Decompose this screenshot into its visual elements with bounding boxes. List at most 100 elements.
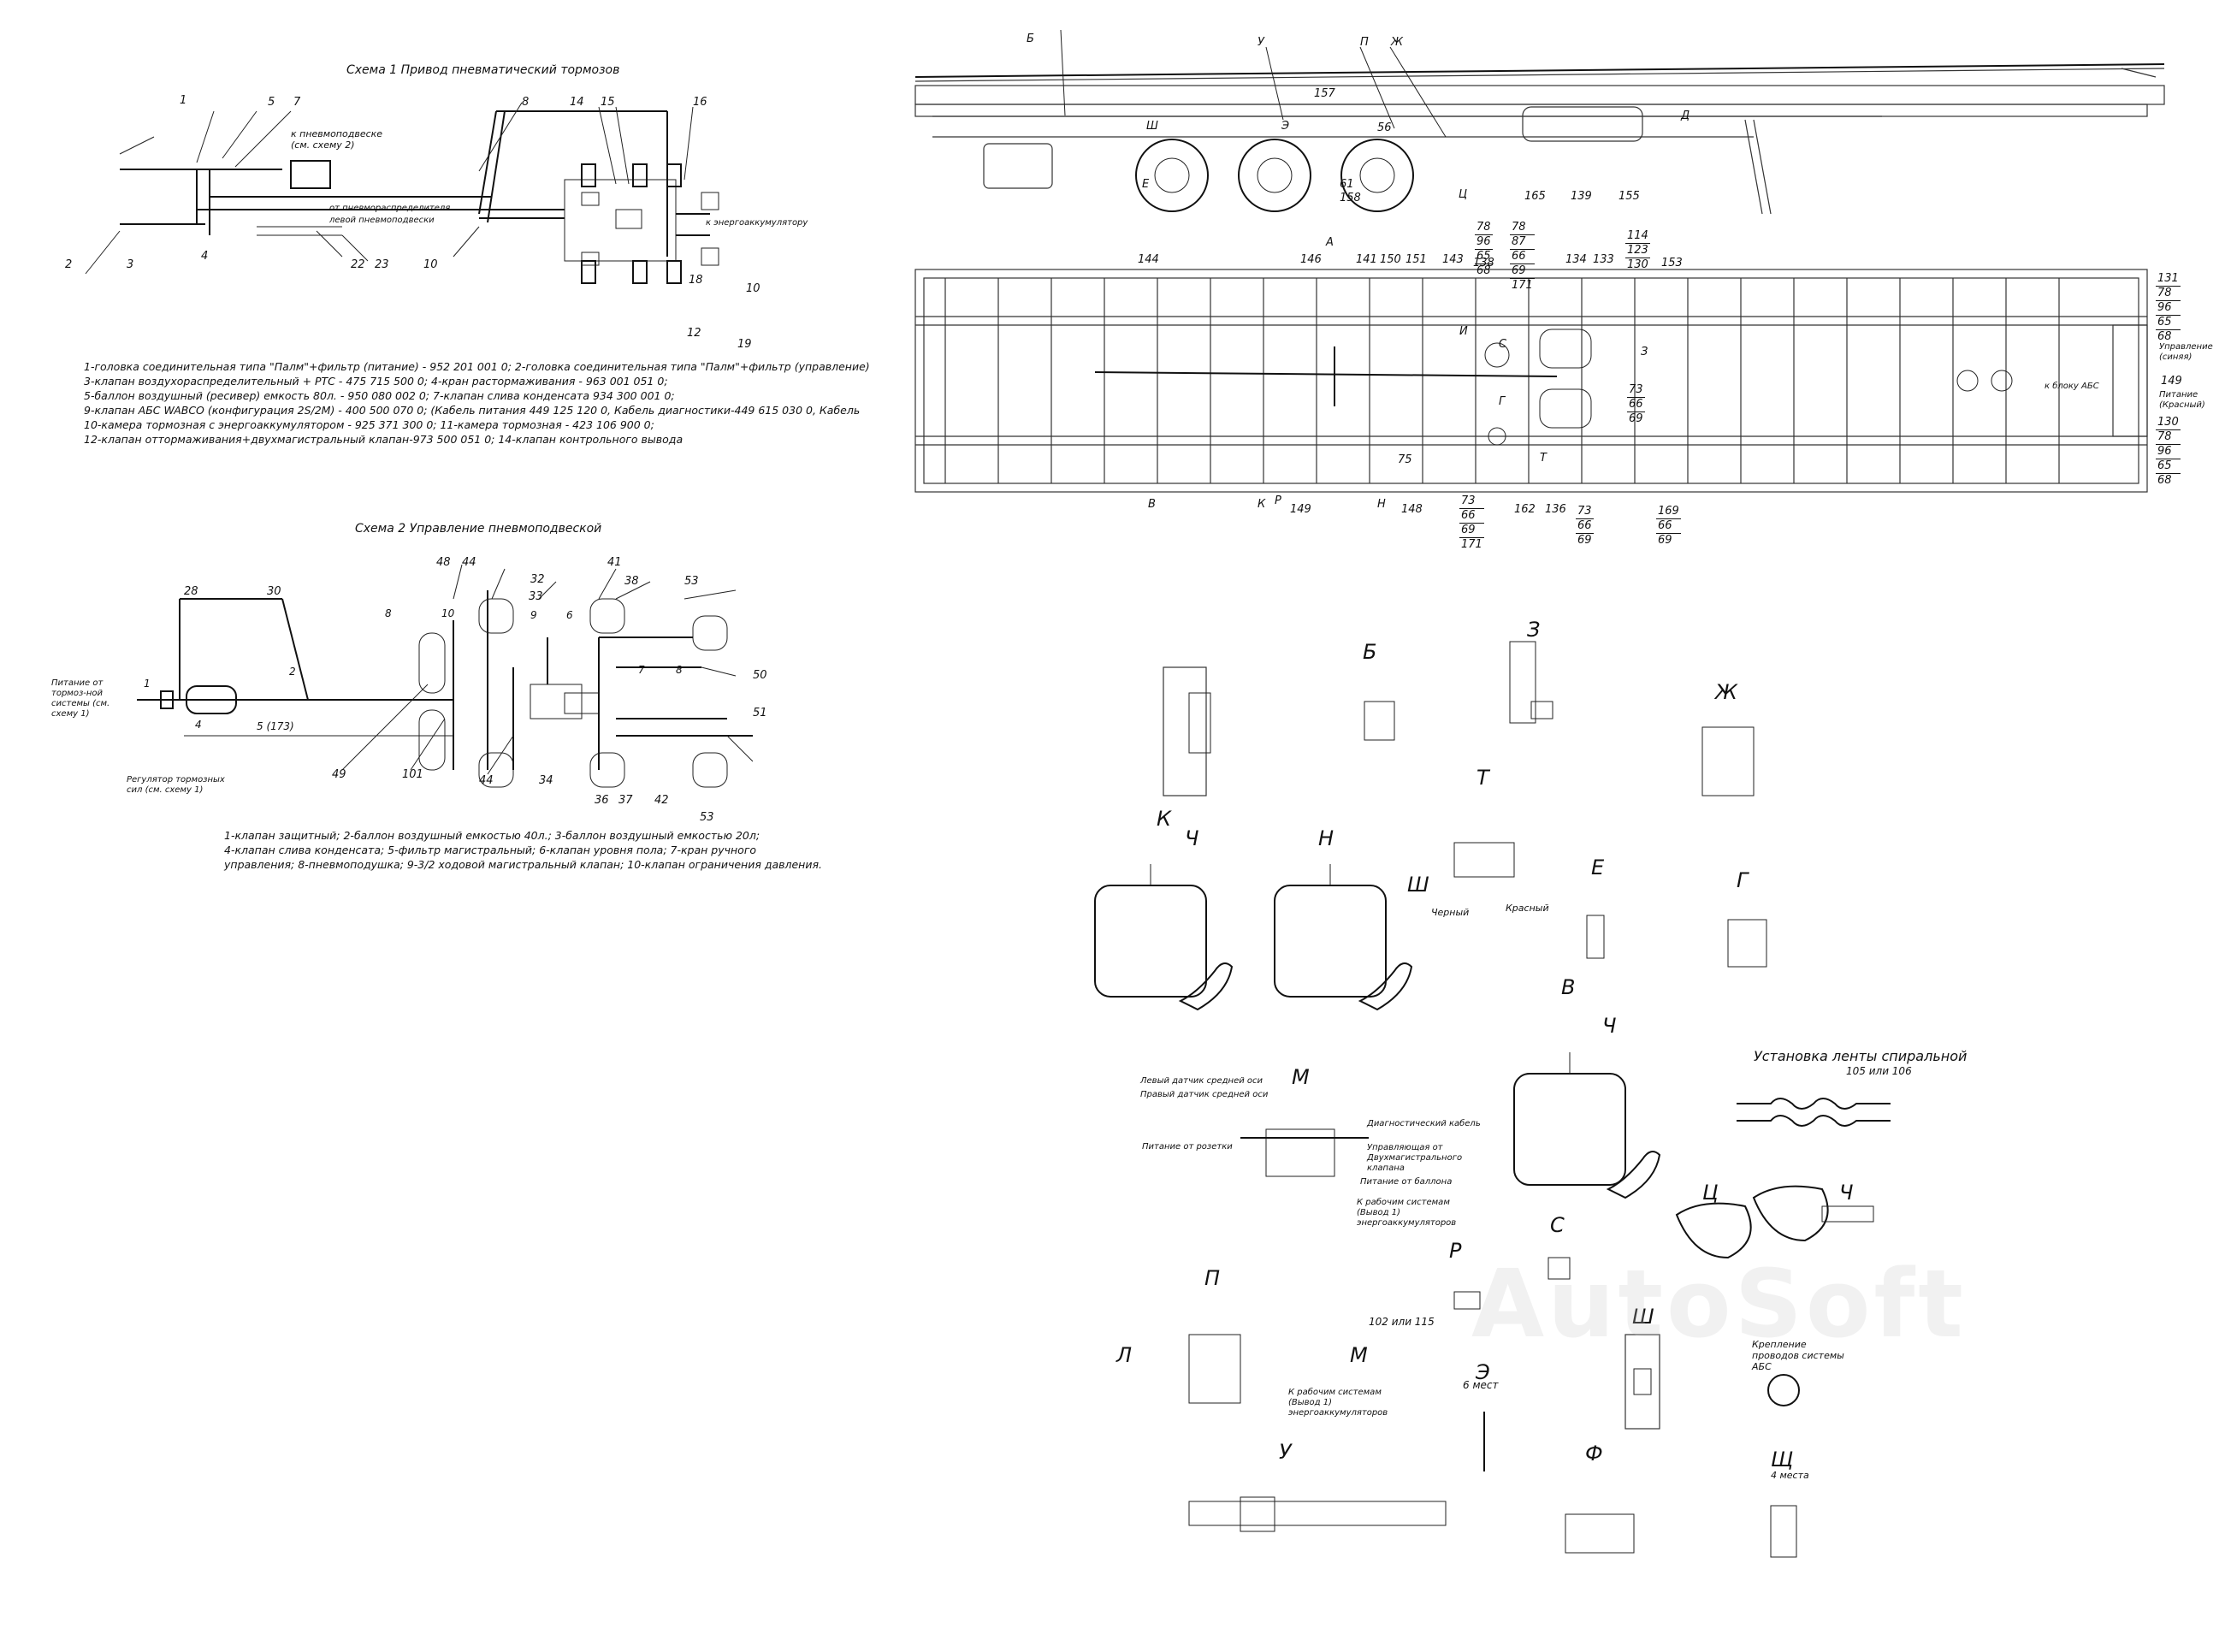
detail-text-black: Черный bbox=[1431, 907, 1470, 918]
scheme1-label: 19 bbox=[737, 338, 752, 351]
plan-number: 153 bbox=[1661, 257, 1683, 269]
scheme2-label: 30 bbox=[267, 585, 281, 598]
plan-number: 133 bbox=[1593, 253, 1614, 266]
scheme2-label: 4 bbox=[195, 719, 202, 731]
detail-text: Правый датчик средней оси bbox=[1140, 1090, 1269, 1099]
detail-letter: Г bbox=[1737, 868, 1749, 892]
plan-number: 162 bbox=[1514, 503, 1536, 516]
scheme1-label: 18 bbox=[689, 274, 703, 287]
plan-letter: Р bbox=[1275, 494, 1281, 507]
detail-letter: С bbox=[1550, 1213, 1565, 1237]
scheme1-legend: 1-головка соединительная типа "Палм"+фил… bbox=[84, 360, 870, 446]
plan-number: 143 bbox=[1442, 253, 1464, 266]
spiral-number: 105 или 106 bbox=[1846, 1065, 1912, 1077]
side-number: 165 bbox=[1524, 190, 1546, 203]
detail-letter: Е bbox=[1591, 856, 1605, 879]
scheme2-label: 36 bbox=[595, 794, 609, 807]
scheme1-note: к пневмоподвеске (см. схему 2) bbox=[291, 128, 383, 151]
detail-letter: З bbox=[1527, 618, 1541, 642]
scheme2-label: 9 bbox=[530, 609, 537, 621]
scheme1-label: 10 bbox=[423, 258, 438, 271]
scheme2-label: 101 bbox=[402, 768, 423, 781]
scheme2-label: 8 bbox=[676, 664, 683, 676]
detail-letter: Ц bbox=[1702, 1181, 1719, 1205]
scheme2-label: 44 bbox=[479, 774, 494, 787]
detail-letter: Т bbox=[1476, 766, 1489, 790]
plan-letter: Н bbox=[1377, 498, 1386, 511]
scheme1-label: 7 bbox=[293, 96, 301, 109]
scheme1-label: 3 bbox=[127, 258, 134, 271]
detail-text: К рабочим системам (Вывод 1) энергоаккум… bbox=[1357, 1198, 1457, 1228]
detail-text: Диагностический кабель bbox=[1367, 1119, 1481, 1128]
plan-side-stack: 149 bbox=[2161, 375, 2182, 388]
scheme1-label: 23 bbox=[375, 258, 389, 271]
plan-number: 150 bbox=[1380, 253, 1401, 266]
scheme2-label: 8 bbox=[385, 607, 392, 619]
scheme2-lines bbox=[137, 564, 754, 788]
scheme2-label: 33 bbox=[529, 590, 543, 603]
scheme1-label: 10 bbox=[746, 282, 760, 295]
detail-letter: В bbox=[1561, 975, 1576, 999]
trailer-side-view bbox=[914, 29, 2165, 215]
scheme2-label: 34 bbox=[539, 774, 553, 787]
detail-letter: Ф bbox=[1585, 1442, 1603, 1465]
scheme2-label: 49 bbox=[332, 768, 346, 781]
scheme2-label: 28 bbox=[184, 585, 198, 598]
detail-letter: Щ bbox=[1771, 1448, 1794, 1471]
scheme2-label: 32 bbox=[530, 573, 545, 586]
detail-letter: Ч bbox=[1839, 1181, 1854, 1205]
detail-letter: Н bbox=[1318, 826, 1334, 850]
scheme2-label: 37 bbox=[618, 794, 633, 807]
spiral-title: Установка ленты спиральной bbox=[1754, 1048, 1968, 1064]
detail-letter: Ш bbox=[1407, 873, 1429, 897]
detail-letter: М bbox=[1350, 1343, 1368, 1367]
detail-count: 6 мест bbox=[1463, 1379, 1499, 1391]
detail-letter: П bbox=[1204, 1266, 1221, 1290]
trailer-plan-view bbox=[914, 269, 2148, 493]
scheme1-label: 1 bbox=[180, 94, 187, 107]
plan-number: 149 bbox=[1290, 503, 1311, 516]
scheme2-label: 44 bbox=[462, 556, 476, 569]
plan-letter: И bbox=[1459, 325, 1468, 338]
plan-letter: Т bbox=[1540, 452, 1547, 465]
scheme2-label: 10 bbox=[441, 607, 455, 619]
detail-text: Левый датчик средней оси bbox=[1140, 1076, 1263, 1086]
plan-letter: А bbox=[1326, 236, 1334, 249]
scheme2-label: 6 bbox=[566, 609, 573, 621]
side-number: 158 bbox=[1340, 192, 1361, 204]
scheme2-note: Питание от тормоз-ной системы (см. схему… bbox=[51, 678, 110, 719]
detail-drawings bbox=[1094, 641, 1891, 1558]
scheme1-label: 5 bbox=[268, 96, 275, 109]
side-letter: Б bbox=[1027, 33, 1034, 45]
scheme1-title: Схема 1 Привод пневматический тормозов bbox=[346, 63, 620, 77]
scheme2-label: 53 bbox=[700, 811, 714, 824]
detail-letter: Р bbox=[1449, 1239, 1462, 1263]
detail-letter: К bbox=[1157, 807, 1172, 831]
side-number: 56 bbox=[1377, 121, 1392, 134]
detail-letter: Ш bbox=[1632, 1305, 1654, 1329]
abs-fix-note: Крепление проводов системы АБС bbox=[1752, 1339, 1844, 1372]
scheme2-label: 7 bbox=[638, 664, 645, 676]
detail-text: Управляющая от Двухмагистрального клапан… bbox=[1367, 1143, 1463, 1173]
plan-side-note: к блоку АБС bbox=[2045, 382, 2099, 391]
side-letter: Ц bbox=[1459, 188, 1468, 201]
detail-letter: Б bbox=[1363, 640, 1377, 664]
detail-letter: У bbox=[1279, 1440, 1292, 1464]
side-letter: П bbox=[1360, 36, 1369, 49]
plan-number: 138 bbox=[1473, 257, 1494, 269]
plan-number: 151 bbox=[1405, 253, 1427, 266]
plan-letter: Г bbox=[1499, 395, 1506, 408]
detail-text: Питание от розетки bbox=[1142, 1142, 1233, 1152]
detail-text: 102 или 115 bbox=[1369, 1316, 1435, 1328]
detail-letter: Э bbox=[1476, 1360, 1490, 1384]
scheme1-label: 16 bbox=[693, 96, 707, 109]
scheme2-legend: 1-клапан защитный; 2-баллон воздушный ем… bbox=[224, 829, 822, 871]
scheme2-label: 53 bbox=[684, 575, 699, 588]
side-letter: Е bbox=[1142, 178, 1150, 191]
side-number: 157 bbox=[1314, 87, 1335, 100]
